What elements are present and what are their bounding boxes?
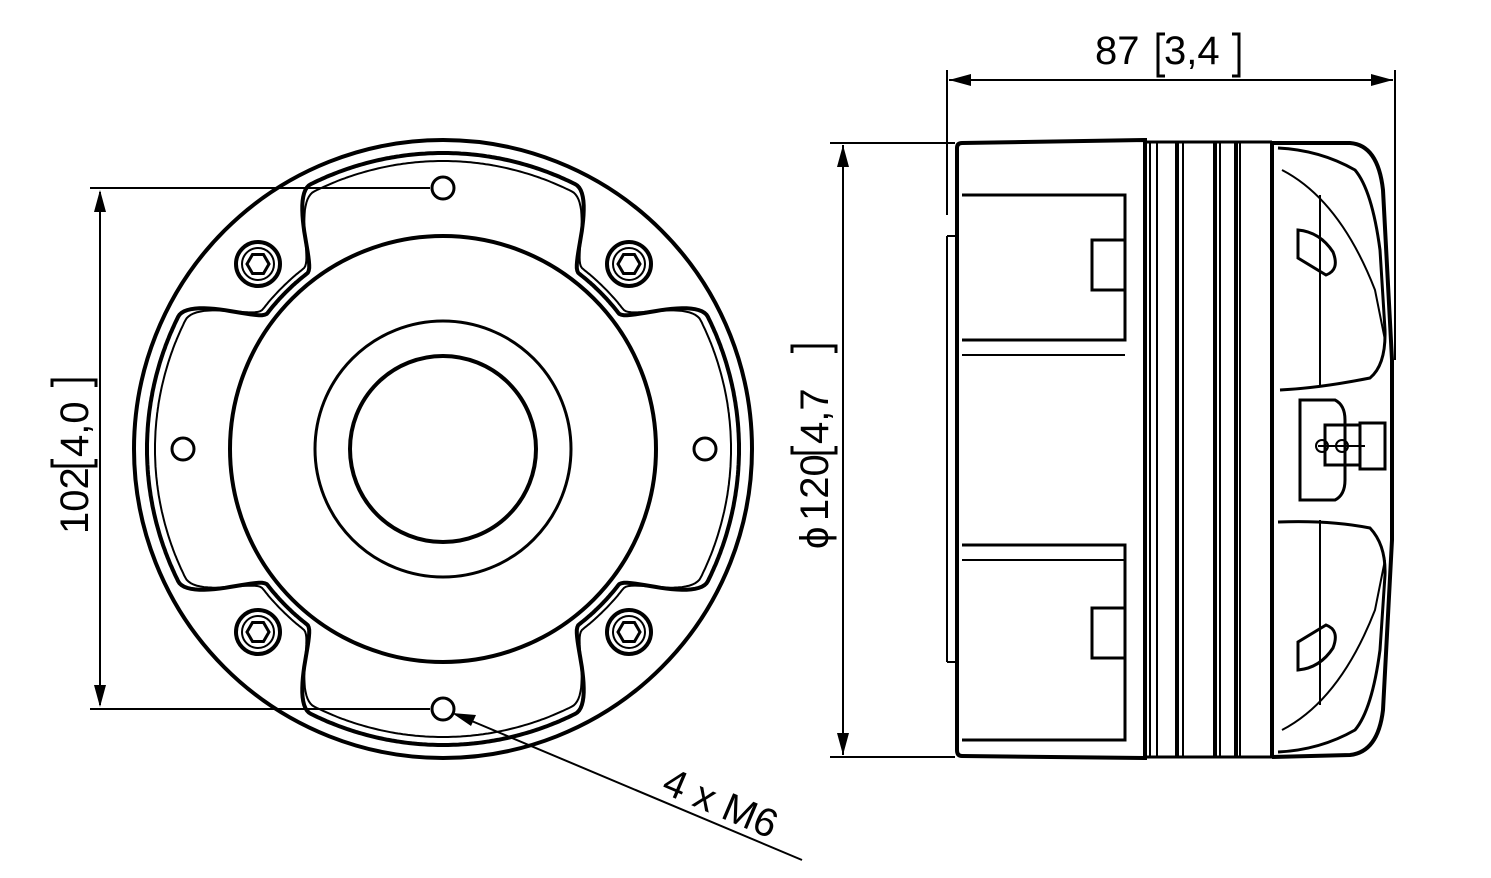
side-view: [946, 137, 1394, 761]
hex-socket-icon: [616, 253, 642, 275]
diameter-inch: 4,7: [793, 388, 837, 444]
width-inch: 3,4: [1164, 29, 1220, 73]
front-view: [132, 138, 754, 760]
mount-hole-top: [430, 175, 456, 201]
hex-socket-icon: [245, 621, 271, 643]
cooling-bands: [1145, 140, 1274, 759]
diameter-value: 120: [793, 454, 837, 521]
hex-bolts: [234, 240, 653, 656]
dimension-diameter: ϕ 120 4,7: [790, 142, 955, 758]
outer-rim: [132, 138, 754, 760]
flange-outline: [145, 151, 741, 747]
magnet-body: [955, 137, 1147, 761]
mount-hole-bottom: [430, 696, 456, 722]
throat-opening: [348, 354, 538, 544]
bolt-washer: [612, 247, 646, 281]
bolt-head: [234, 240, 282, 288]
bolt-head: [605, 608, 653, 656]
bolt-spacing-value: 102: [53, 467, 97, 534]
inner-ring: [228, 234, 658, 664]
throat-ring: [313, 319, 573, 579]
thread-callout: 4 x M6: [452, 713, 803, 861]
width-value: 87: [1095, 29, 1140, 73]
dimension-width: 87 3,4: [946, 29, 1396, 360]
terminal-block: [1298, 398, 1347, 502]
bolt-washer: [241, 247, 275, 281]
flange-inner-outline: [154, 160, 732, 738]
bolt-head: [605, 240, 653, 288]
diameter-symbol: ϕ: [793, 527, 837, 549]
bolt-spacing-inch: 4,0: [53, 401, 97, 457]
thread-note: 4 x M6: [656, 760, 784, 847]
bolt-head: [234, 608, 282, 656]
mounting-holes: [170, 175, 718, 722]
rear-cover: [1271, 141, 1394, 759]
dimension-bolt-spacing: 102 4,0: [50, 187, 430, 710]
bolt-washer: [241, 615, 275, 649]
mount-hole-right: [692, 436, 718, 462]
hex-socket-icon: [616, 621, 642, 643]
mount-hole-left: [170, 436, 196, 462]
hex-socket-icon: [245, 253, 271, 275]
bolt-washer: [612, 615, 646, 649]
